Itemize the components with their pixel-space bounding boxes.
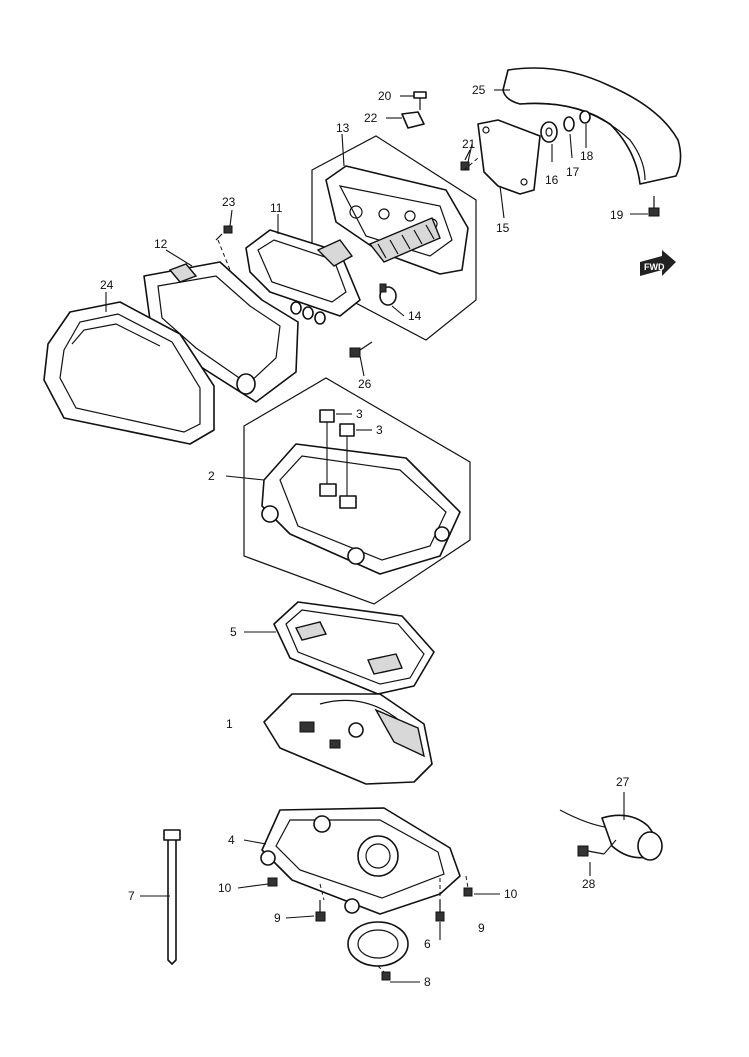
callout-1: 1 <box>226 717 233 731</box>
callout-11: 11 <box>270 201 283 215</box>
part-21-screw <box>460 149 471 171</box>
callout-19: 19 <box>610 208 624 222</box>
part-5-lens <box>273 601 435 695</box>
part-22-clamp <box>401 111 425 129</box>
callout-2: 2 <box>208 469 215 483</box>
callout-9b: 9 <box>478 921 485 935</box>
part-26-screw <box>349 341 373 358</box>
part-1-meter <box>263 693 433 785</box>
callout-8: 8 <box>424 975 431 989</box>
part-2-upper-case <box>261 443 461 575</box>
callout-20: 20 <box>378 89 392 103</box>
part-3-grommet-b <box>339 423 355 496</box>
callout-10b: 10 <box>504 887 518 901</box>
callout-10a: 10 <box>218 881 232 895</box>
part-24-visor <box>43 301 215 445</box>
callout-17: 17 <box>566 165 580 179</box>
callout-labels: 20 22 25 21 13 15 16 17 18 19 23 11 12 2… <box>100 83 630 989</box>
part-14-bulb <box>379 283 397 306</box>
part-3-grommet-a <box>319 409 335 484</box>
part-27-sensor <box>559 809 663 861</box>
part-10-screw-right <box>463 887 473 897</box>
callout-15: 15 <box>496 221 510 235</box>
part-4-lower-case <box>260 807 461 915</box>
callout-22: 22 <box>364 111 378 125</box>
callout-7: 7 <box>128 889 135 903</box>
callout-6: 6 <box>424 937 431 951</box>
callout-12: 12 <box>154 237 168 251</box>
part-9-screw-left <box>315 900 326 922</box>
callout-5: 5 <box>230 625 237 639</box>
leader-lines <box>105 89 648 983</box>
callout-18: 18 <box>580 149 594 163</box>
part-10-screw-left <box>267 877 278 887</box>
part-13-housing <box>325 165 469 275</box>
callout-3a: 3 <box>356 407 363 421</box>
part-25-rear-cover <box>502 67 682 185</box>
part-7-cable-tie <box>163 829 181 965</box>
callout-9a: 9 <box>274 911 281 925</box>
part-28-bolt <box>577 845 605 857</box>
callout-28: 28 <box>582 877 596 891</box>
part-15-bracket <box>477 119 541 195</box>
part-2-assembly-frame <box>243 377 471 605</box>
fwd-direction-arrow: FWD <box>640 250 676 276</box>
callout-3b: 3 <box>376 423 383 437</box>
callout-16: 16 <box>545 173 559 187</box>
callout-14: 14 <box>408 309 422 323</box>
part-23-screw <box>215 225 233 241</box>
part-8-ring <box>347 921 409 981</box>
callout-24: 24 <box>100 278 114 292</box>
part-20-screw <box>413 91 427 110</box>
fwd-label: FWD <box>644 262 665 272</box>
callout-26: 26 <box>358 377 372 391</box>
callout-4: 4 <box>228 833 235 847</box>
part-18-nut <box>579 110 591 124</box>
callout-23: 23 <box>222 195 236 209</box>
part-19-screw <box>648 196 660 217</box>
part-17-washer <box>563 116 575 132</box>
callout-25: 25 <box>472 83 486 97</box>
callout-13: 13 <box>336 121 350 135</box>
part-6-screw <box>435 900 445 922</box>
callout-27: 27 <box>616 775 630 789</box>
part-16-grommet <box>540 121 558 143</box>
callout-21: 21 <box>462 137 476 151</box>
part-11-lcd-unit <box>245 229 361 325</box>
